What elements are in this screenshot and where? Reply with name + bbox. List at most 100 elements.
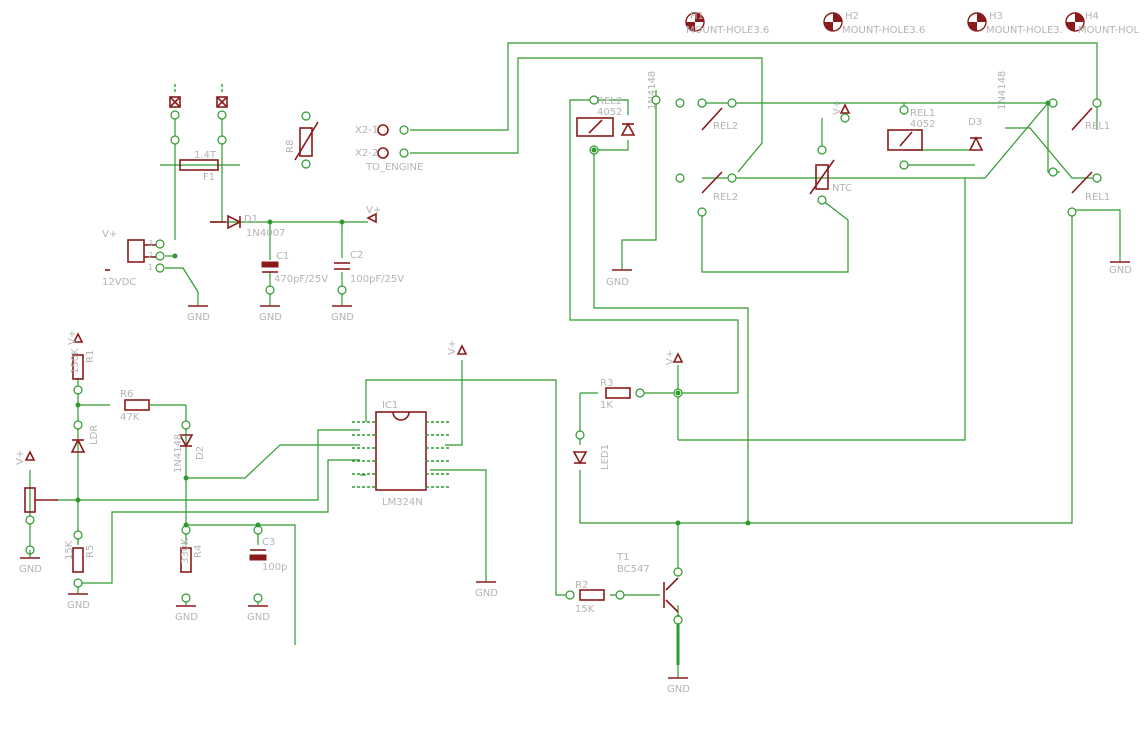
h4-value: MOUNT-HOL (1078, 25, 1139, 36)
capacitor-c3: C3 100p (249, 537, 287, 573)
r8-ref: R8 (285, 140, 296, 153)
ntc-ref: NTC (832, 183, 852, 194)
rel1-ref-1: REL1 (1085, 121, 1110, 132)
diode-d1: D1 1N4007 (210, 214, 285, 239)
h1-ref: H1 (690, 11, 704, 22)
h4-ref: H4 (1085, 11, 1099, 22)
c1-ref: C1 (276, 251, 289, 262)
c3-ref: C3 (262, 537, 275, 548)
vplus-1-label: V+ (366, 205, 381, 216)
connector-input-label: 12VDC (102, 277, 136, 288)
gnd-5-label: GND (67, 600, 90, 611)
resistor-r3: R3 1K (600, 378, 631, 411)
mount-hole-h3: H3 MOUNT-HOLE3. (967, 11, 1063, 36)
d2-ref: D2 (195, 446, 206, 460)
c2-ref: C2 (350, 250, 363, 261)
vplus-power-3: V+ (15, 450, 36, 465)
r5-ref: R5 (85, 545, 96, 558)
relay-rel1-coil: REL1 4052 (887, 108, 935, 151)
d3-value: 1N4148 (997, 71, 1008, 110)
gnd-10-label: GND (1109, 265, 1132, 276)
c1-value: 470pF/25V (274, 274, 328, 285)
diode-d2: 1N4148 D2 (173, 434, 206, 473)
resistor-r6: R6 47K (120, 389, 150, 423)
gnd-7-label: GND (247, 612, 270, 623)
relay-rel2-coil: REL2 4052 (576, 96, 622, 137)
gnd-symbol-8: GND (475, 570, 498, 599)
t1-ref: T1 (616, 552, 629, 563)
rel2-ref-coil: REL2 (597, 96, 622, 107)
c2-value: 100pF/25V (350, 274, 404, 285)
power-connector: 3 2 1 V+ 12VDC (102, 229, 165, 288)
d2-value: 1N4148 (173, 434, 184, 473)
r2-value: 15K (575, 604, 595, 615)
wires (29, 42, 1121, 660)
ldr-ref: LDR (89, 425, 100, 445)
x2-pin1: X2-1 (355, 125, 378, 136)
conn-pin-1: 1 (148, 263, 153, 272)
vplus-5-label: V+ (665, 350, 676, 365)
resistor-r5: 15K R5 (64, 540, 96, 573)
vplus-power-6: V+ (832, 100, 851, 115)
t1-value: BC547 (617, 564, 650, 575)
trimmer-potentiometer (24, 487, 58, 513)
gnd-symbol-4: GND (19, 550, 42, 575)
fuse-ref: F1 (203, 172, 215, 183)
diode-d4: 1N4148 (620, 71, 658, 136)
resistor-r2: R2 15K (575, 580, 605, 615)
resistor-r4: 330K R4 (180, 538, 204, 573)
led1-ref: LED1 (600, 444, 611, 470)
vplus-power-5: V+ (665, 350, 684, 365)
rel2-value: 4052 (597, 107, 622, 118)
r2-ref: R2 (575, 580, 588, 591)
x2-pin2: X2-2 (355, 148, 378, 159)
gnd-11-label: GND (667, 684, 690, 695)
rel1-ref-coil: REL1 (910, 108, 935, 119)
h3-ref: H3 (989, 11, 1003, 22)
d3-ref: D3 (968, 117, 982, 128)
r1-ref: R1 (85, 350, 96, 363)
fuse-value: 1.4T (194, 150, 217, 161)
gnd-symbol-10: GND (1109, 258, 1132, 276)
gnd-symbol-3: GND (331, 296, 354, 323)
rel2-ref-1: REL2 (713, 121, 738, 132)
transistor-t1: T1 BC547 (616, 552, 679, 613)
gnd-symbol-7: GND (247, 602, 270, 623)
r4-value: 330K (180, 538, 191, 564)
h2-ref: H2 (845, 11, 859, 22)
d1-value: 1N4007 (246, 228, 285, 239)
vplus-6-label: V+ (832, 100, 843, 115)
capacitor-c1: C1 470pF/25V (261, 251, 328, 285)
gnd-symbol-1: GND (187, 292, 210, 323)
h1-value: MOUNT-HOLE3.6 (686, 25, 769, 36)
junctions (75, 100, 1051, 528)
mount-hole-h4: H4 MOUNT-HOL (1065, 11, 1139, 36)
input-terminal-1 (169, 84, 181, 120)
resistor-r1: 150K R1 (70, 348, 96, 380)
rel2-ref-2: REL2 (713, 192, 738, 203)
gnd-2-label: GND (259, 312, 282, 323)
gnd-symbol-11: GND (667, 665, 690, 695)
gnd-1-label: GND (187, 312, 210, 323)
r1-value: 150K (70, 348, 81, 374)
r3-ref: R3 (600, 378, 613, 389)
vplus-power-4: V+ (447, 340, 468, 355)
d1-ref: D1 (244, 214, 258, 225)
ic1-ref: IC1 (382, 400, 398, 411)
fuse-f1: 1.4T F1 (179, 150, 219, 183)
gnd-symbol-5: GND (67, 587, 90, 611)
h2-value: MOUNT-HOLE3.6 (842, 25, 925, 36)
diode-d3: D3 1N4148 (968, 71, 1008, 151)
conn-pin-3: 3 (148, 239, 153, 248)
r4-ref: R4 (193, 545, 204, 558)
gnd-6-label: GND (175, 612, 198, 623)
ic1-value: LM324N (382, 497, 423, 508)
led1: LED1 (572, 444, 611, 470)
capacitor-c2: C2 100pF/25V (334, 250, 404, 285)
r5-value: 15K (64, 540, 75, 560)
rel1-ref-2: REL1 (1085, 192, 1110, 203)
gnd-symbol-2: GND (259, 296, 282, 323)
vplus-power-2: V+ (67, 330, 84, 345)
gnd-9-label: GND (606, 277, 629, 288)
r6-value: 47K (120, 412, 140, 423)
